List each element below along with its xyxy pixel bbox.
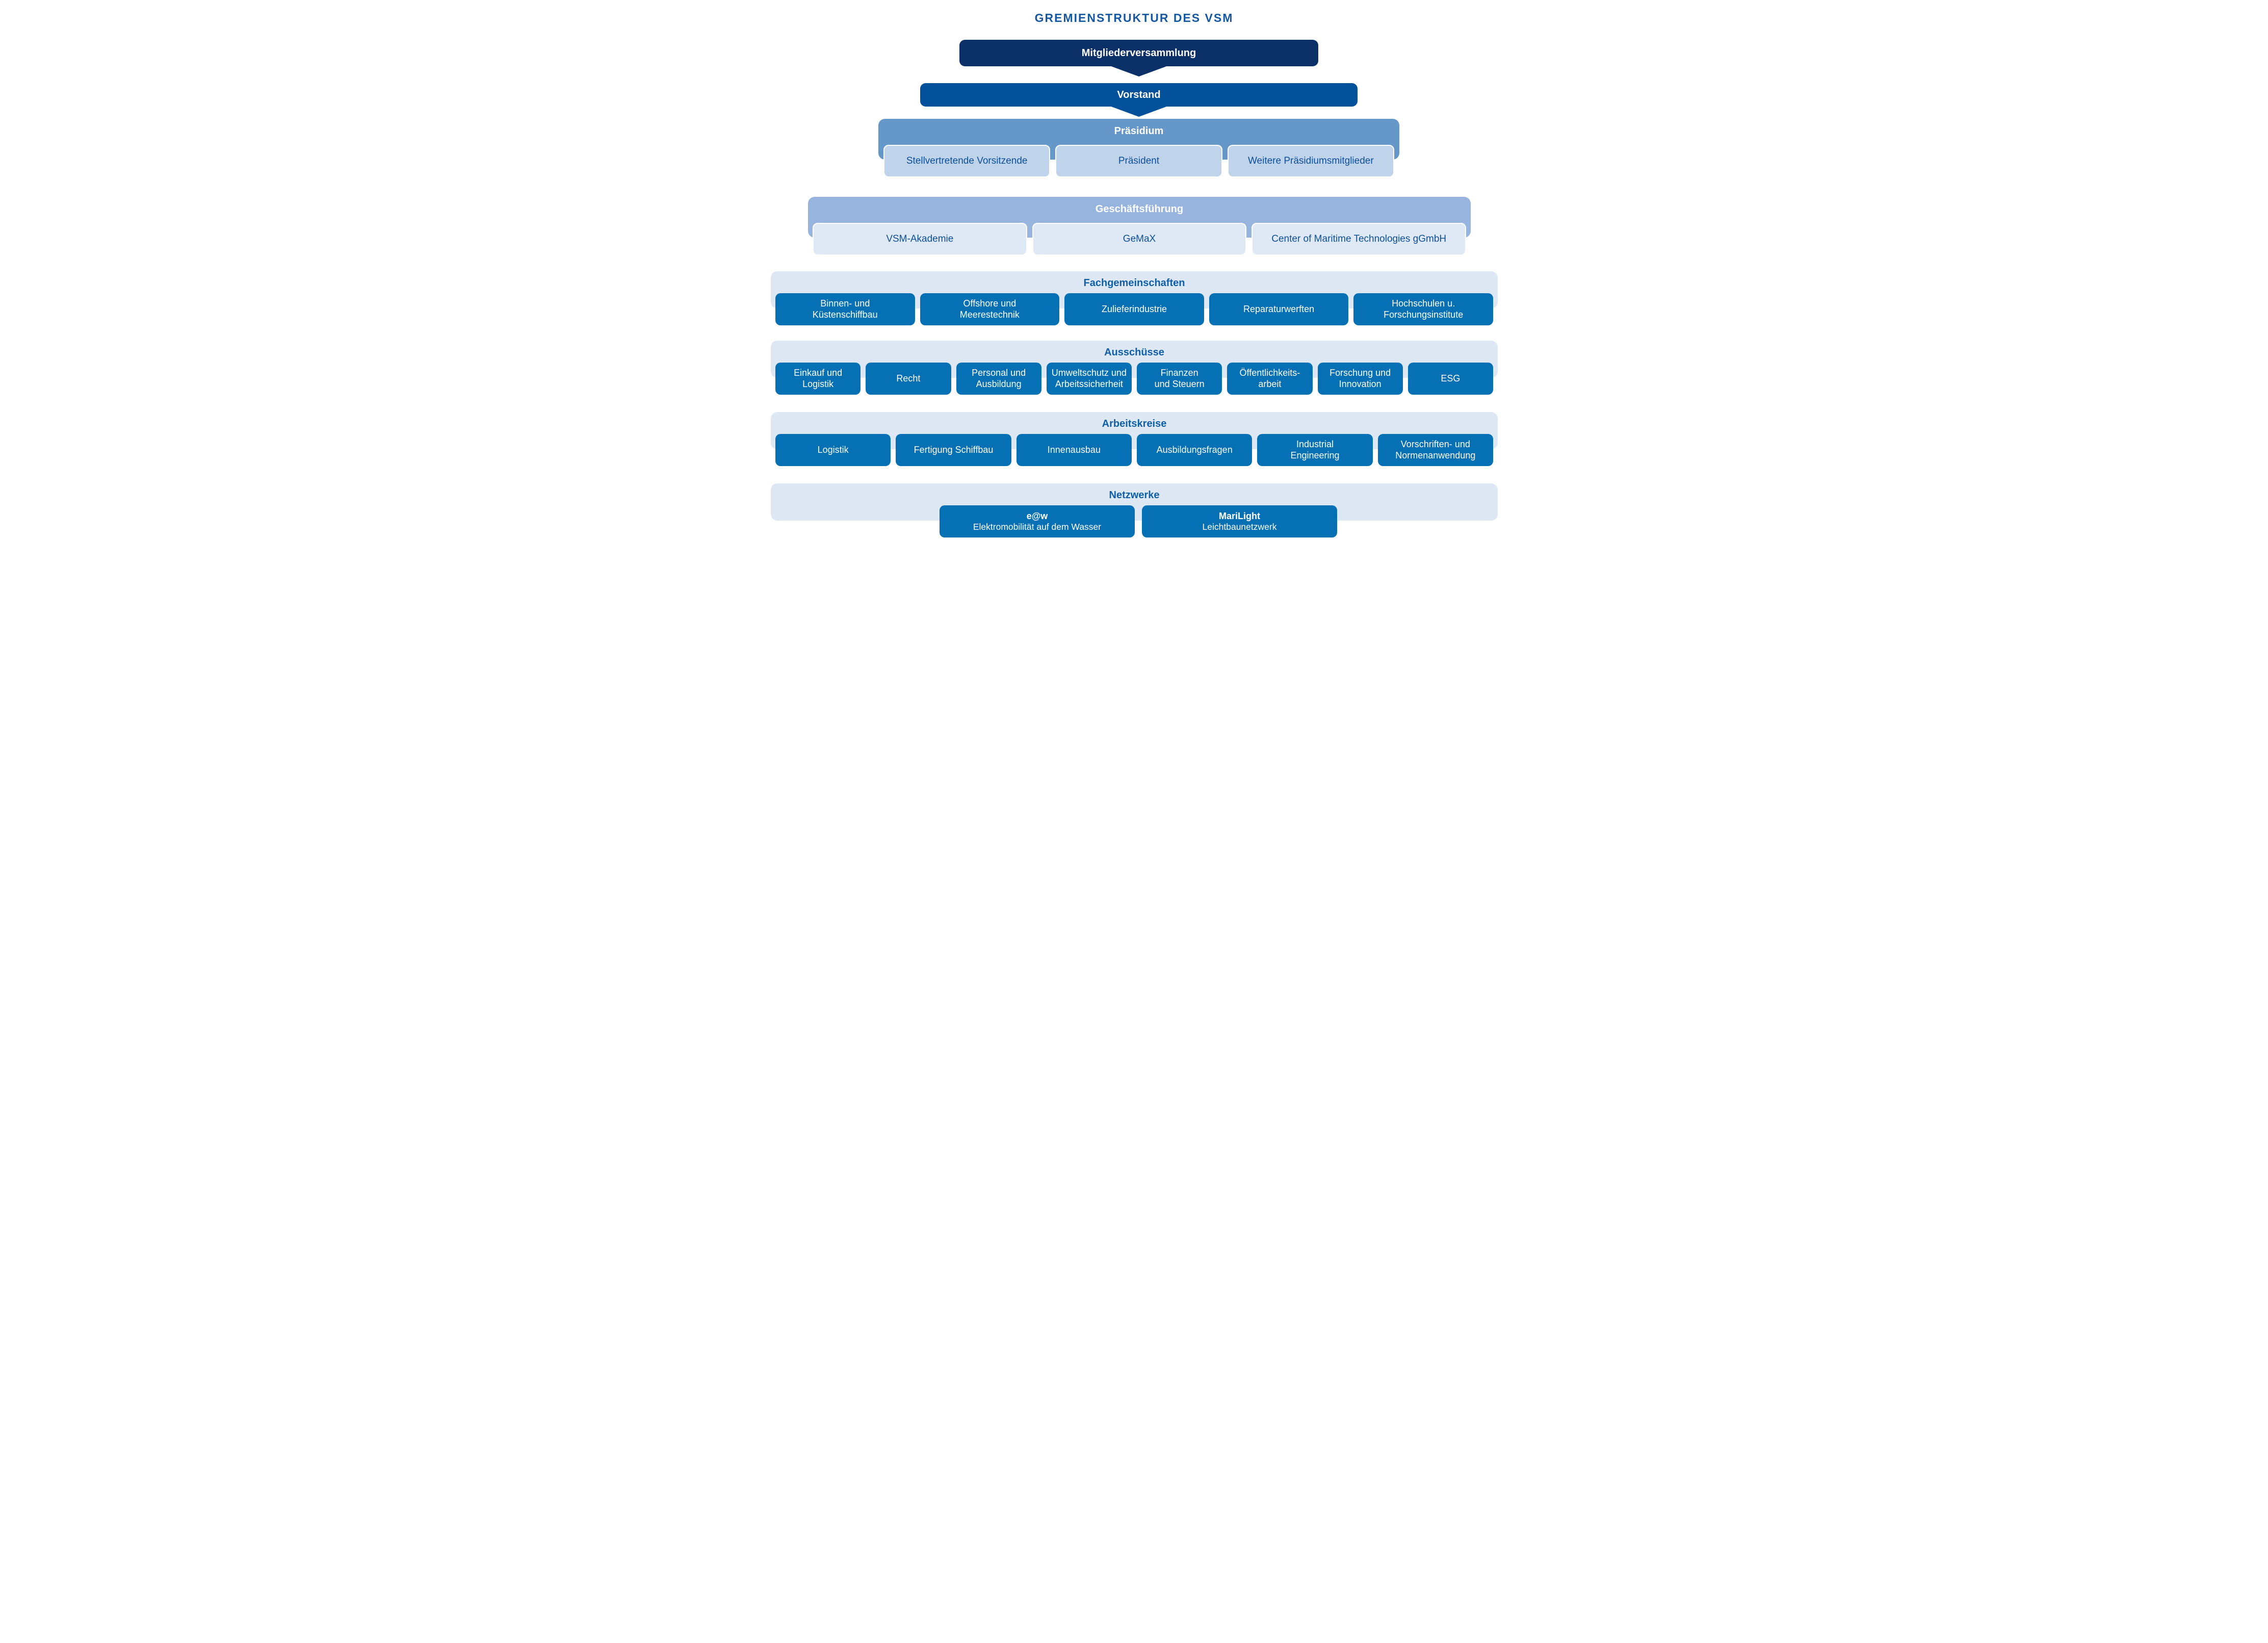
netzwerk-box: e@w Elektromobilität auf dem Wasser bbox=[940, 505, 1135, 537]
ausschuss-box: Recht bbox=[866, 363, 951, 395]
netzwerk-desc: Elektromobilität auf dem Wasser bbox=[973, 521, 1102, 532]
arbeitskreise-row: Logistik Fertigung Schiffbau Innenausbau… bbox=[775, 434, 1493, 466]
praesidium-member-box: Stellvertretende Vorsitzende bbox=[883, 145, 1051, 177]
arbeitskreise-title: Arbeitskreise bbox=[1102, 418, 1167, 429]
netzwerk-desc: Leichtbaunetzwerk bbox=[1202, 521, 1277, 532]
fachgemeinschaft-box: Offshore und Meerestechnik bbox=[920, 293, 1060, 325]
netzwerke-row: e@w Elektromobilität auf dem Wasser Mari… bbox=[940, 505, 1337, 537]
geschaeftsfuehrung-member-label: GeMaX bbox=[1123, 234, 1156, 244]
arbeitskreise-band: Arbeitskreise bbox=[771, 412, 1498, 449]
arrow-down-icon bbox=[1110, 106, 1168, 117]
arbeitskreis-box: Industrial Engineering bbox=[1257, 434, 1373, 466]
ausschuss-box: Umweltschutz und Arbeitssicherheit bbox=[1046, 363, 1132, 395]
fachgemeinschaften-title: Fachgemeinschaften bbox=[1083, 277, 1185, 289]
geschaeftsfuehrung-member-box: GeMaX bbox=[1032, 223, 1247, 255]
geschaeftsfuehrung-member-box: Center of Maritime Technologies gGmbH bbox=[1252, 223, 1467, 255]
mitgliederversammlung-banner: Mitgliederversammlung bbox=[959, 40, 1318, 66]
netzwerk-name: e@w bbox=[1026, 510, 1048, 521]
geschaeftsfuehrung-member-label: VSM-Akademie bbox=[886, 234, 954, 244]
praesidium-member-label: Präsident bbox=[1118, 156, 1160, 166]
fachgemeinschaft-box: Reparaturwerften bbox=[1209, 293, 1349, 325]
praesidium-members-row: Stellvertretende Vorsitzende Präsident W… bbox=[883, 145, 1394, 177]
arbeitskreis-box: Logistik bbox=[775, 434, 891, 466]
mitgliederversammlung-label: Mitgliederversammlung bbox=[1081, 47, 1196, 59]
ausschuss-box: Finanzen und Steuern bbox=[1137, 363, 1222, 395]
praesidium-member-box: Weitere Präsidiumsmitglieder bbox=[1227, 145, 1394, 177]
arbeitskreis-box: Fertigung Schiffbau bbox=[896, 434, 1011, 466]
vorstand-label: Vorstand bbox=[1117, 89, 1161, 100]
arrow-down-icon bbox=[1110, 66, 1168, 76]
ausschuesse-row: Einkauf und Logistik Recht Personal und … bbox=[775, 363, 1493, 395]
geschaeftsfuehrung-member-box: VSM-Akademie bbox=[813, 223, 1027, 255]
geschaeftsfuehrung-title: Geschäftsführung bbox=[1095, 203, 1184, 215]
ausschuss-box: ESG bbox=[1407, 363, 1493, 395]
page-title: GREMIENSTRUKTUR DES VSM bbox=[1034, 11, 1234, 24]
ausschuss-box: Öffentlichkeits- arbeit bbox=[1227, 363, 1313, 395]
netzwerk-box: MariLight Leichtbaunetzwerk bbox=[1142, 505, 1337, 537]
praesidium-title: Präsidium bbox=[1114, 125, 1164, 137]
praesidium-member-box: Präsident bbox=[1055, 145, 1222, 177]
fachgemeinschaft-box: Zulieferindustrie bbox=[1064, 293, 1204, 325]
arbeitskreis-box: Ausbildungsfragen bbox=[1136, 434, 1253, 466]
praesidium-member-label: Stellvertretende Vorsitzende bbox=[906, 156, 1028, 166]
ausschuesse-title: Ausschüsse bbox=[1104, 347, 1164, 358]
fachgemeinschaft-box: Hochschulen u. Forschungsinstitute bbox=[1353, 293, 1493, 325]
arbeitskreis-box: Innenausbau bbox=[1016, 434, 1132, 466]
ausschuss-box: Personal und Ausbildung bbox=[956, 363, 1041, 395]
ausschuss-box: Einkauf und Logistik bbox=[775, 363, 861, 395]
praesidium-member-label: Weitere Präsidiumsmitglieder bbox=[1247, 156, 1374, 166]
geschaeftsfuehrung-members-row: VSM-Akademie GeMaX Center of Maritime Te… bbox=[813, 223, 1467, 255]
netzwerk-name: MariLight bbox=[1219, 510, 1260, 521]
ausschuss-box: Forschung und Innovation bbox=[1317, 363, 1403, 395]
arbeitskreis-box: Vorschriften- und Normenanwendung bbox=[1377, 434, 1493, 466]
geschaeftsfuehrung-member-label: Center of Maritime Technologies gGmbH bbox=[1271, 234, 1447, 244]
vorstand-banner: Vorstand bbox=[920, 83, 1358, 107]
netzwerke-title: Netzwerke bbox=[1109, 490, 1160, 501]
org-chart: GREMIENSTRUKTUR DES VSM Mitgliederversam… bbox=[756, 0, 1512, 548]
fachgemeinschaften-row: Binnen- und Küstenschiffbau Offshore und… bbox=[775, 293, 1493, 325]
fachgemeinschaft-box: Binnen- und Küstenschiffbau bbox=[775, 293, 915, 325]
